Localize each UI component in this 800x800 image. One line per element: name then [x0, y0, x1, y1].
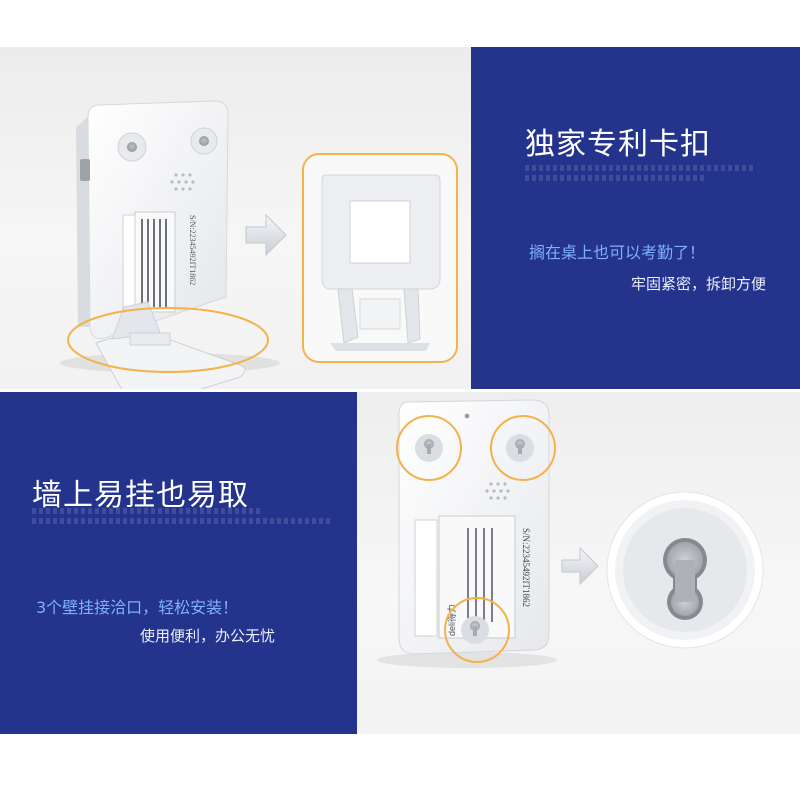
wall-feature-line2: 使用便利，办公无忧 — [140, 627, 276, 645]
decorative-text-line — [32, 508, 262, 514]
wall-feature-line1: 3个壁挂接洽口，轻松安装！ — [36, 598, 239, 617]
clip-closeup-photo — [321, 174, 441, 351]
stand-highlight-ring — [67, 307, 269, 373]
wall-feature-title: 墙上易挂也易取 — [32, 478, 249, 513]
speaker-grille-icon — [170, 173, 195, 191]
keyhole-mount-icon — [461, 616, 489, 644]
mount-highlight-ring — [490, 415, 556, 481]
device-back: deli得力 S/N:22345492IT1862 — [398, 399, 550, 655]
stand-photo: S/N:22345492IT1862 — [60, 100, 458, 389]
clip-feature-title: 独家专利卡扣 — [525, 127, 711, 162]
device-brand-text: deli得力 — [446, 604, 457, 636]
decorative-text-line — [525, 175, 705, 181]
mount-hole-icon — [127, 142, 137, 152]
arrow-right-icon — [245, 213, 287, 257]
mount-highlight-ring — [396, 415, 462, 481]
keyhole-mount-icon — [506, 434, 534, 462]
clip-feature-line2: 牢固紧密，拆卸方便 — [631, 275, 767, 293]
wall-mount-photo: deli得力 S/N:22345492IT1862 — [377, 399, 764, 668]
speaker-grille-icon — [485, 482, 510, 500]
mount-hole-icon — [199, 136, 209, 146]
device-serial-text: S/N:22345492IT1862 — [188, 215, 197, 285]
device-serial-text: S/N:22345492IT1862 — [521, 528, 531, 607]
clip-feature-panel: 独家专利卡扣 搁在桌上也可以考勤了！ 牢固紧密，拆卸方便 — [471, 47, 800, 389]
usb-port-icon — [80, 159, 90, 181]
decorative-text-line — [32, 518, 332, 524]
mount-highlight-ring — [444, 597, 510, 663]
wall-mount-photo-panel: deli得力 S/N:22345492IT1862 — [357, 392, 800, 734]
arrow-right-icon — [561, 546, 599, 586]
stand-photo-panel: S/N:22345492IT1862 — [0, 47, 471, 389]
device-back: S/N:22345492IT1862 — [76, 100, 246, 389]
decorative-text-line — [525, 165, 755, 171]
wall-feature-panel: 墙上易挂也易取 3个壁挂接洽口，轻松安装！ 使用便利，办公无忧 — [0, 392, 357, 734]
clip-feature-line1: 搁在桌上也可以考勤了！ — [529, 243, 706, 262]
keyhole-closeup — [606, 491, 764, 649]
keyhole-mount-icon — [415, 434, 443, 462]
